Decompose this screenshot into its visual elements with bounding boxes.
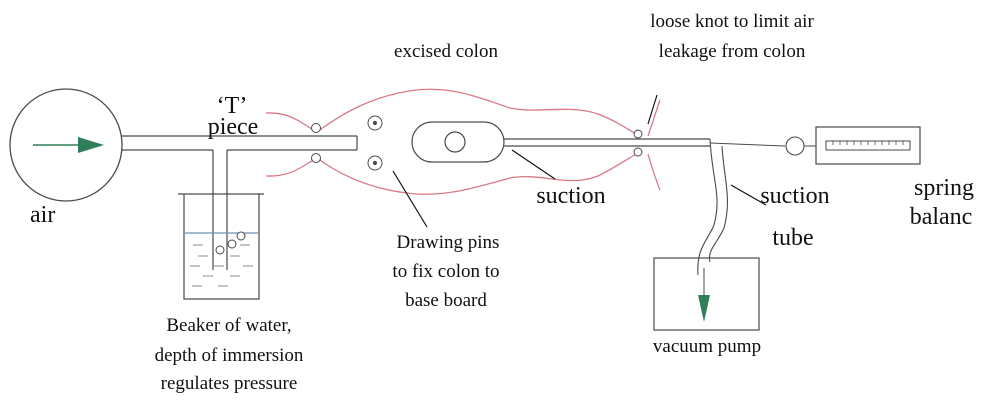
label-spring-line2: balanc: [910, 204, 973, 230]
pin-lower-left: [311, 153, 321, 163]
label-vacuum-pump: vacuum pump: [653, 336, 761, 357]
water-dashes: [190, 244, 253, 287]
label-suction-tube-line2: tube: [772, 225, 813, 251]
label-knot-line1: loose knot to limit air: [650, 11, 814, 32]
label-t-piece-quote: ‘T’: [217, 93, 248, 119]
label-spring-line1: spring: [914, 175, 974, 201]
beaker-body: [183, 194, 260, 300]
spring-balance: [709, 126, 921, 165]
suction-tube-inner: [708, 145, 729, 263]
knot-lower: [633, 147, 643, 157]
label-beaker-line3: regulates pressure: [161, 373, 298, 394]
drawing-pins: [311, 115, 643, 171]
spring-balance-ring: [785, 136, 805, 156]
pin-upper-left: [311, 123, 321, 133]
excised-colon: [265, 88, 661, 195]
leader-lines: [392, 94, 767, 228]
colon-end-lower: [647, 153, 661, 191]
label-suction-tube-line1: suction: [760, 183, 829, 209]
vacuum-pump: [653, 257, 760, 331]
air-source-circle: [9, 88, 123, 202]
knot-upper: [633, 129, 643, 139]
spring-balance-body: [815, 126, 921, 165]
suction-probe-hole: [444, 131, 466, 153]
label-pins-line2: to fix colon to: [392, 261, 499, 282]
pin-lower-center-dot: [372, 160, 378, 166]
suction-tube-outer: [697, 138, 718, 276]
label-beaker-line2: depth of immersion: [155, 345, 304, 366]
vacuum-pump-box: [653, 257, 760, 331]
beaker: [178, 193, 264, 300]
string: [709, 142, 786, 147]
label-knot-line2: leakage from colon: [659, 41, 806, 62]
label-pins-line1: Drawing pins: [397, 232, 500, 253]
leader-knot: [647, 94, 658, 125]
leader-pins: [392, 170, 428, 228]
suction-probe-head: [411, 121, 505, 163]
suction-probe: [411, 121, 710, 163]
t-piece: [121, 135, 358, 270]
label-beaker-line1: Beaker of water,: [166, 315, 291, 336]
spring-balance-ticks: [832, 141, 904, 145]
leader-suction-tube: [730, 184, 767, 206]
air-source: [9, 88, 123, 202]
label-pins-line3: base board: [405, 290, 487, 311]
suction-tube: [697, 138, 729, 276]
label-suction: suction: [536, 183, 605, 209]
label-excised-colon: excised colon: [394, 41, 498, 62]
label-air: air: [30, 202, 55, 228]
vacuum-arrow-head: [698, 295, 710, 322]
colon-upper-wall: [265, 88, 637, 135]
leader-suction: [511, 149, 556, 180]
colon-end-upper: [647, 99, 661, 137]
air-bubbles: [215, 231, 246, 255]
air-arrow-head: [78, 137, 104, 153]
label-t-piece: piece: [208, 114, 259, 140]
pin-upper-center-dot: [372, 120, 378, 126]
